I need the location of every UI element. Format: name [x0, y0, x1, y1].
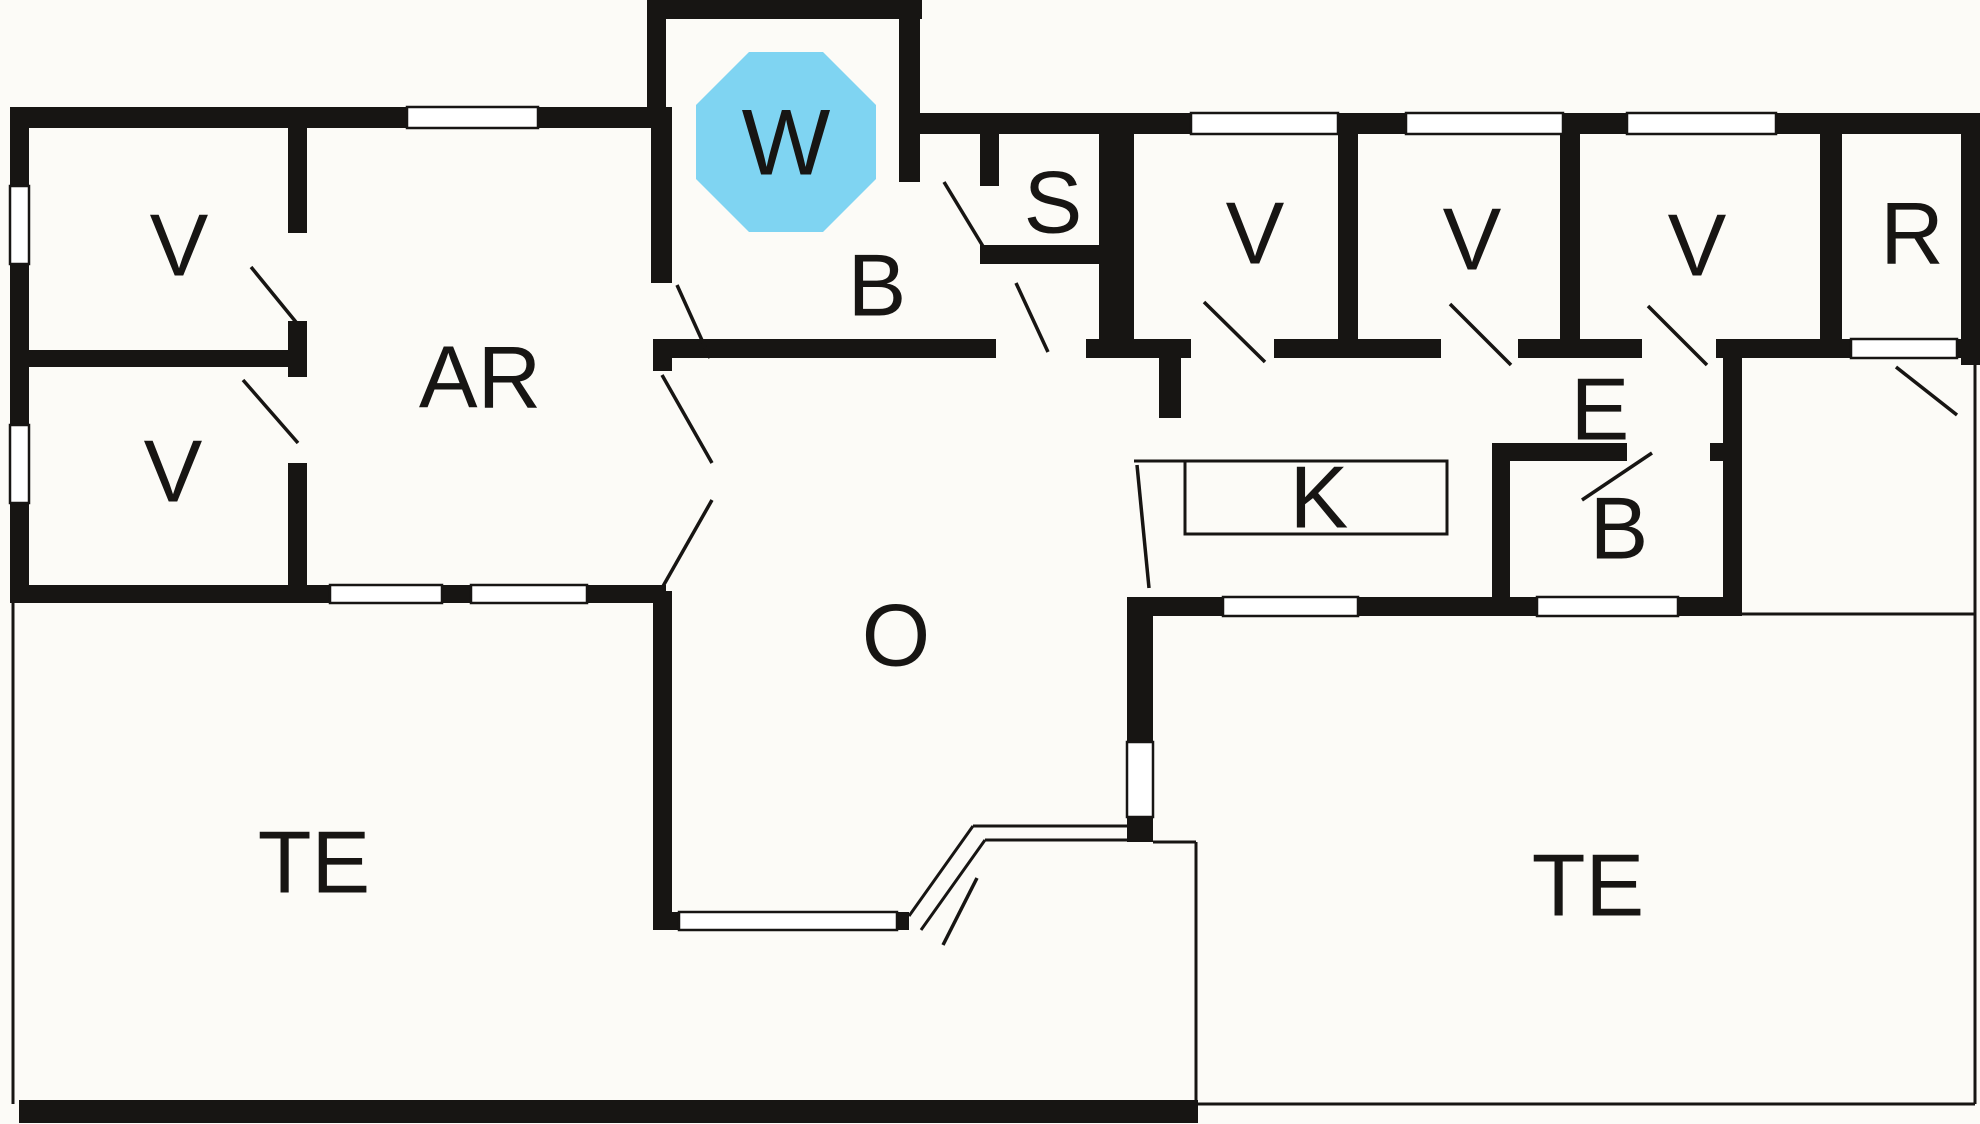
room-label-v-right-2: V — [1443, 190, 1502, 289]
wall-segment — [1723, 358, 1742, 616]
whirlpool-icon — [696, 52, 876, 232]
wall-segment — [1134, 339, 1191, 358]
window — [1404, 111, 1565, 136]
wall-segment — [647, 0, 666, 128]
wall-segment — [1492, 443, 1627, 461]
wall-segment — [1274, 339, 1441, 358]
window — [1125, 740, 1155, 819]
door-leaf — [1014, 282, 1050, 353]
wall-segment — [1159, 358, 1181, 418]
room-labels: W V V AR B S V V V R E K B O TE TE — [144, 90, 1944, 935]
wall-segment — [10, 585, 330, 603]
wall-segment — [1820, 113, 1842, 358]
windows — [8, 105, 1959, 932]
room-label-v-bottom-left: V — [144, 422, 203, 521]
wall-segment — [288, 321, 307, 377]
window — [8, 423, 31, 505]
door-leaf — [1202, 300, 1267, 364]
thin-lines — [11, 365, 1977, 1106]
room-label-v-right-1: V — [1226, 184, 1285, 283]
window — [1221, 595, 1360, 618]
wall-segment — [1716, 339, 1851, 358]
wall-segment — [1957, 339, 1980, 358]
door-leaf — [249, 265, 302, 329]
wall-segment — [1338, 113, 1358, 358]
room-label-r: R — [1880, 184, 1944, 283]
wall-segment — [653, 591, 672, 603]
door-leaf — [1448, 302, 1513, 367]
door-leaf — [1135, 464, 1151, 589]
window — [677, 910, 899, 932]
room-label-w: W — [742, 90, 831, 195]
door-leaf — [942, 181, 986, 249]
wall-segment — [651, 107, 672, 283]
room-label-k: K — [1290, 448, 1349, 547]
wall-segment — [587, 585, 666, 603]
wall-segment — [653, 339, 996, 358]
room-label-te-right: TE — [1532, 836, 1644, 935]
room-label-te-left: TE — [258, 813, 370, 912]
wall-segment — [288, 107, 307, 233]
wall-segment — [920, 113, 1191, 134]
wall-segment — [653, 912, 679, 930]
wall-segment — [1518, 339, 1642, 358]
wall-segment — [538, 107, 651, 128]
window — [405, 105, 540, 130]
door-leaf — [675, 284, 712, 359]
door-leaves — [241, 181, 1959, 946]
wall-segment — [1099, 113, 1134, 358]
window — [1849, 337, 1959, 360]
room-label-v-right-3: V — [1668, 196, 1727, 295]
door-leaf — [1581, 451, 1653, 502]
wall-segment — [980, 245, 1121, 264]
wall-segment — [980, 113, 999, 186]
room-label-b-small: B — [1590, 479, 1649, 578]
wall-segment — [1560, 113, 1580, 358]
room-label-ar: AR — [419, 328, 541, 427]
wall-segment — [10, 107, 407, 128]
room-label-s: S — [1024, 153, 1083, 252]
window — [8, 184, 31, 266]
wall-segment — [1678, 597, 1742, 616]
wall-segment — [288, 463, 307, 603]
wall-segment — [899, 0, 920, 182]
wall-segment — [1127, 817, 1153, 842]
wall-segment — [1492, 597, 1537, 616]
patio-door-frame — [919, 839, 987, 931]
wall-segment — [653, 358, 672, 371]
door-leaf — [660, 499, 714, 589]
wall-segment — [1961, 113, 1980, 365]
wall-segment — [897, 912, 909, 930]
door-leaf — [941, 877, 979, 946]
door-leaf — [241, 378, 300, 445]
room-label-v-top-left: V — [150, 196, 209, 295]
wall-segment — [1358, 597, 1492, 616]
door-leaf — [1646, 304, 1709, 367]
door-leaf — [660, 374, 714, 464]
patio-door-frame — [907, 825, 975, 917]
wall-segment — [1127, 616, 1153, 742]
wall-segment — [10, 350, 307, 367]
door-leaf — [1894, 365, 1959, 417]
window — [328, 583, 444, 605]
wall-segment — [1776, 113, 1980, 134]
window — [1535, 595, 1680, 618]
wall-segment — [647, 0, 922, 19]
wall-segment — [19, 1100, 1198, 1123]
room-label-b-bath: B — [848, 236, 907, 335]
window — [469, 583, 589, 605]
wall-segment — [1127, 597, 1223, 616]
room-label-e: E — [1571, 360, 1630, 459]
window — [1625, 111, 1778, 136]
kitchen-counter — [1134, 459, 1449, 536]
window — [1189, 111, 1340, 136]
wall-segment — [1492, 443, 1510, 597]
wall-segment — [653, 603, 672, 930]
room-label-o: O — [862, 586, 930, 685]
wall-segment — [442, 585, 471, 603]
